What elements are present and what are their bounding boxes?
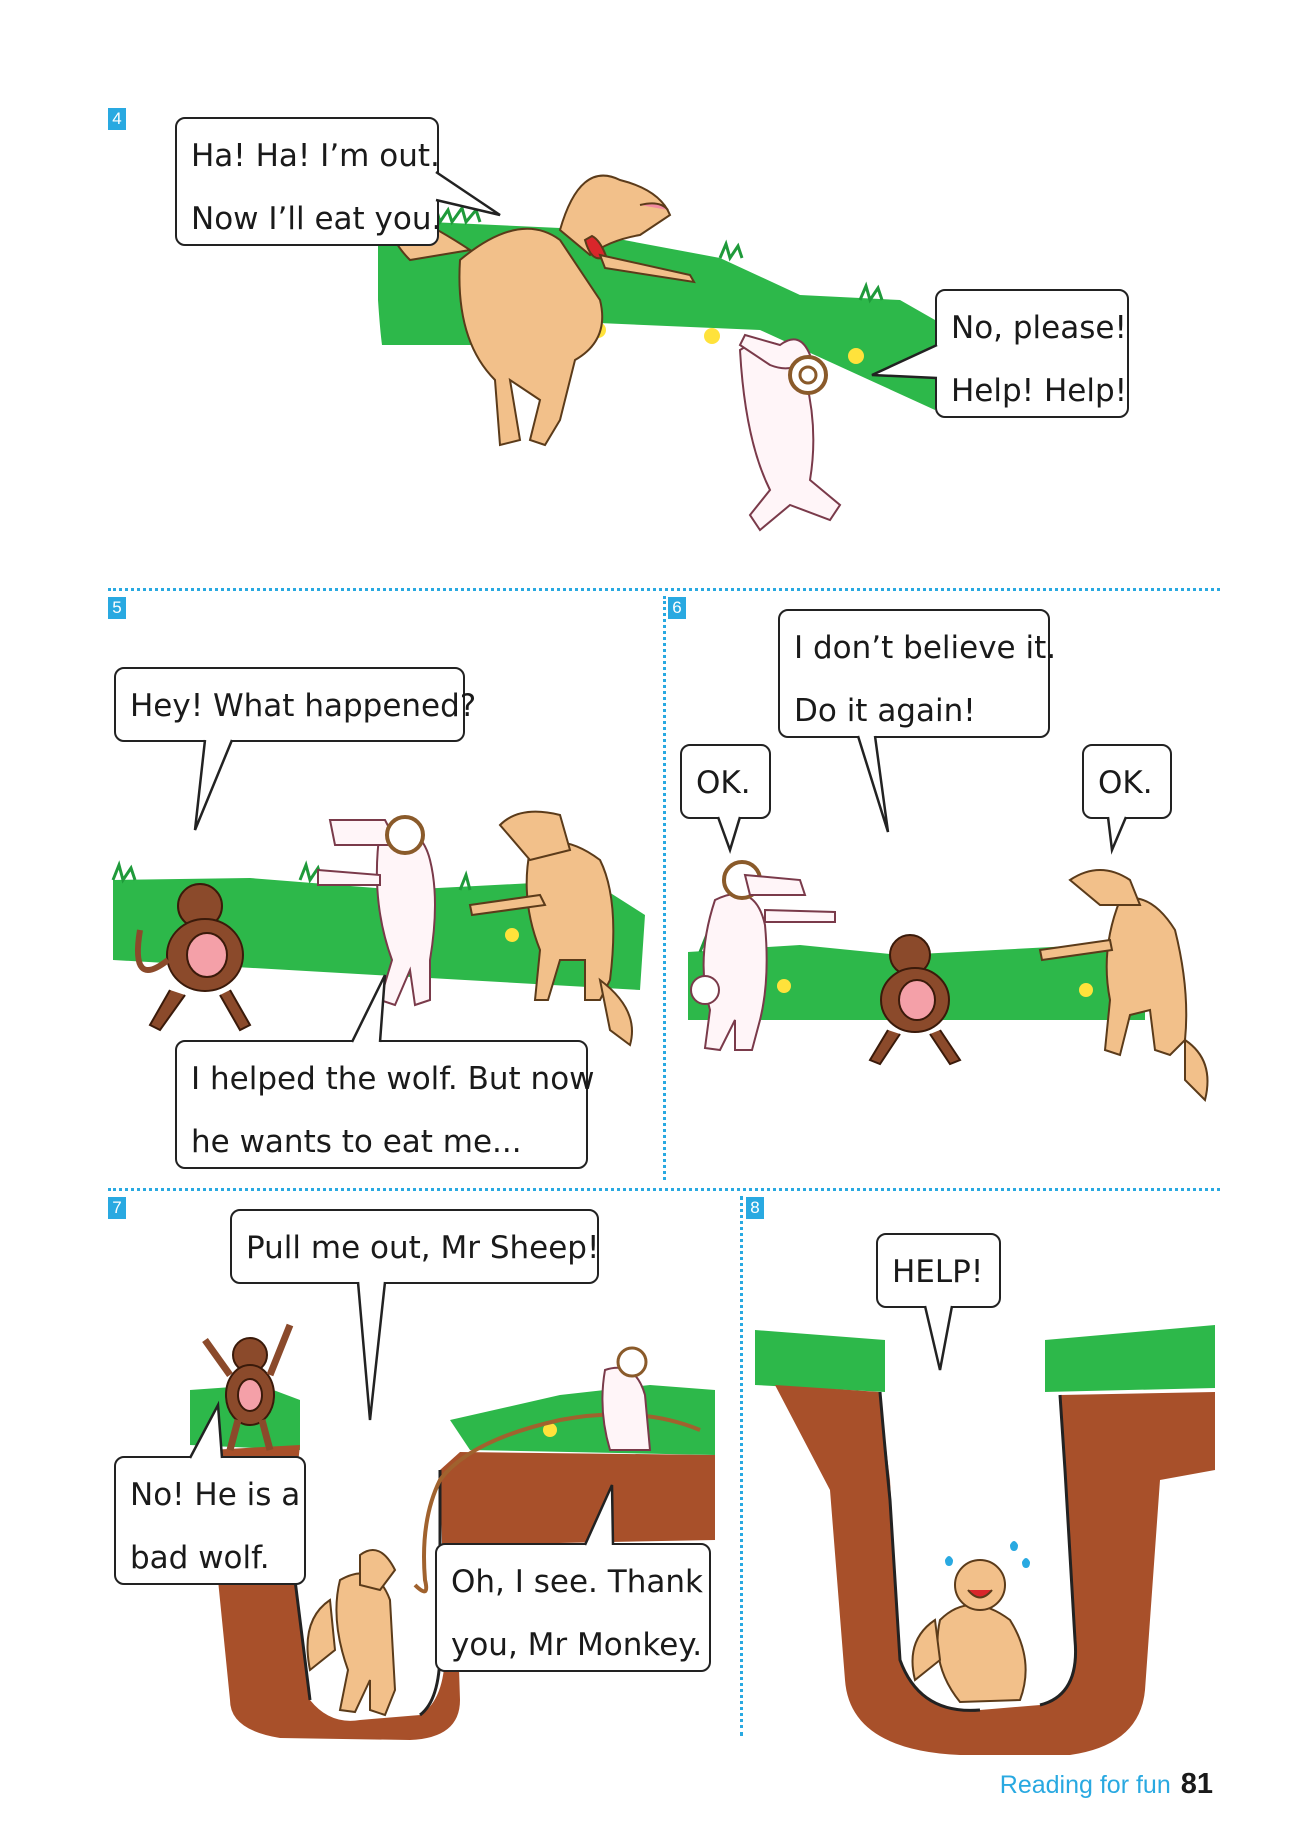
bubble-line: No! He is a bbox=[130, 1477, 301, 1513]
grass-patch bbox=[1045, 1325, 1215, 1392]
panel-divider-top bbox=[108, 588, 1220, 591]
speech-tail bbox=[856, 735, 890, 833]
bubble-line: Now I’ll eat you. bbox=[191, 201, 442, 237]
speech-bubble-sheep-helped-wolf: I helped the wolf. But now he wants to e… bbox=[175, 1040, 595, 1169]
bubble-line: Pull me out, Mr Sheep! bbox=[246, 1230, 600, 1266]
bubble-line: I helped the wolf. But now bbox=[191, 1061, 595, 1097]
speech-bubble-wolf-ok: OK. bbox=[1082, 744, 1172, 819]
bubble-line: HELP! bbox=[892, 1254, 984, 1290]
sheep-figure bbox=[738, 333, 842, 532]
flower bbox=[848, 348, 864, 364]
speech-tail bbox=[871, 343, 938, 380]
bubble-line: he wants to eat me... bbox=[191, 1124, 522, 1160]
speech-bubble-sheep-thank-you: Oh, I see. Thank you, Mr Monkey. bbox=[435, 1543, 711, 1672]
tears-icon bbox=[945, 1541, 1030, 1568]
panel-number-8: 8 bbox=[746, 1197, 764, 1219]
sheep-figure bbox=[601, 1346, 652, 1451]
bubble-line: OK. bbox=[1098, 765, 1153, 801]
wolf-figure bbox=[468, 810, 633, 1047]
speech-bubble-wolf-out: Ha! Ha! I’m out. Now I’ll eat you. bbox=[175, 117, 441, 246]
speech-bubble-wolf-pull-me-out: Pull me out, Mr Sheep! bbox=[230, 1209, 599, 1284]
flower bbox=[543, 1423, 557, 1437]
speech-tail bbox=[193, 739, 234, 831]
sheep-horn bbox=[616, 1346, 648, 1378]
bubble-line: Ha! Ha! I’m out. bbox=[191, 138, 440, 174]
speech-bubble-wolf-help: HELP! bbox=[876, 1233, 1001, 1308]
bubble-line: Do it again! bbox=[794, 693, 976, 729]
sheep-figure bbox=[317, 815, 436, 1007]
panel-number-6: 6 bbox=[668, 597, 686, 619]
sheep-horn bbox=[788, 355, 828, 395]
wolf-figure bbox=[911, 1559, 1027, 1704]
bubble-line: No, please! bbox=[951, 310, 1127, 346]
soil-hole bbox=[775, 1385, 1215, 1755]
panel-divider-5-6 bbox=[663, 596, 666, 1180]
bubble-line: Oh, I see. Thank bbox=[451, 1564, 703, 1600]
wolf-figure bbox=[1038, 869, 1209, 1102]
wolf-figure bbox=[306, 1549, 397, 1717]
panel-number-4: 4 bbox=[108, 108, 126, 130]
bubble-line: Hey! What happened? bbox=[130, 688, 477, 724]
bubble-line: you, Mr Monkey. bbox=[451, 1627, 703, 1663]
soil-hole bbox=[210, 1445, 715, 1740]
speech-bubble-monkey-dont-believe: I don’t believe it. Do it again! bbox=[778, 609, 1057, 738]
bubble-line: I don’t believe it. bbox=[794, 630, 1057, 666]
bubble-line: OK. bbox=[696, 765, 751, 801]
speech-tail bbox=[1106, 816, 1128, 855]
grass-patch bbox=[755, 1330, 885, 1392]
flower bbox=[505, 928, 519, 942]
speech-bubble-sheep-help: No, please! Help! Help! bbox=[935, 289, 1129, 418]
sheep-horn bbox=[385, 815, 425, 855]
bubble-line: bad wolf. bbox=[130, 1540, 270, 1576]
bubble-line: Help! Help! bbox=[951, 373, 1128, 409]
monkey-figure bbox=[202, 1323, 294, 1451]
page-number: 81 bbox=[1180, 1768, 1213, 1800]
section-title: Reading for fun bbox=[999, 1771, 1171, 1799]
speech-tail bbox=[435, 170, 501, 217]
panel-6-illustration bbox=[688, 860, 1209, 1102]
panel-divider-middle bbox=[108, 1188, 1220, 1191]
page-footer: Reading for fun 81 bbox=[1000, 1768, 1213, 1801]
speech-tail bbox=[716, 816, 742, 854]
panel-divider-7-8 bbox=[740, 1196, 743, 1736]
panel-4-illustration bbox=[378, 174, 935, 532]
panel-number-5: 5 bbox=[108, 597, 126, 619]
flower bbox=[1079, 983, 1093, 997]
speech-tail bbox=[350, 974, 387, 1043]
flower bbox=[777, 979, 791, 993]
sheep-figure bbox=[690, 860, 836, 1052]
flower bbox=[704, 328, 720, 344]
panel-5-illustration bbox=[111, 810, 645, 1047]
speech-bubble-monkey-what-happened: Hey! What happened? bbox=[114, 667, 477, 742]
panel-number-7: 7 bbox=[108, 1197, 126, 1219]
speech-bubble-monkey-bad-wolf: No! He is a bad wolf. bbox=[114, 1456, 306, 1585]
monkey-figure bbox=[134, 883, 252, 1032]
monkey-figure bbox=[868, 934, 962, 1066]
